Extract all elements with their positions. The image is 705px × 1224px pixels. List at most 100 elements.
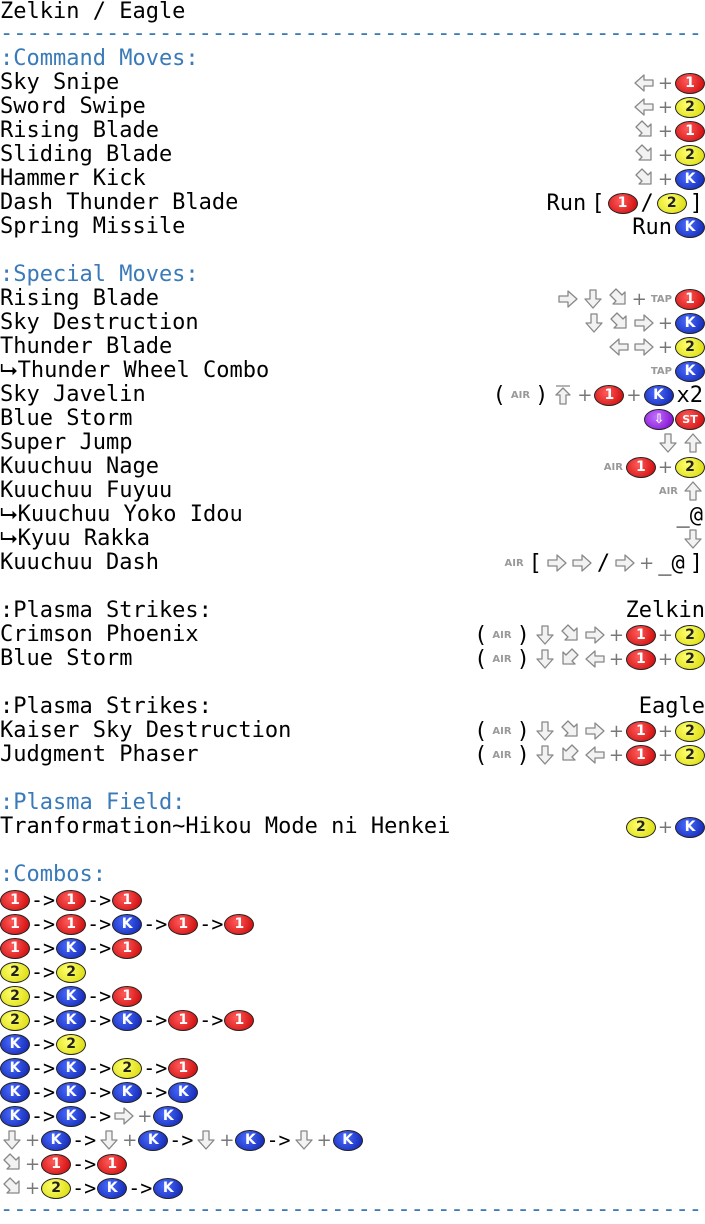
move-name: Sky Snipe bbox=[0, 70, 120, 95]
move-row: Kuuchuu Nage AIR 1 + 2 bbox=[0, 455, 705, 479]
forward-arrow-icon bbox=[632, 312, 656, 334]
slash-button-icon: 2 bbox=[656, 192, 687, 214]
punch-button-icon: 1 bbox=[625, 720, 656, 742]
run-label: Run bbox=[632, 214, 672, 240]
move-name: Super Jump bbox=[0, 430, 133, 455]
kick-button-icon: K bbox=[56, 1105, 87, 1127]
move-name: Kuuchuu Fuyuu bbox=[0, 478, 173, 503]
move-name: Rising Blade bbox=[0, 286, 159, 311]
kick-button-icon: K bbox=[97, 1177, 128, 1199]
combo-row: K-> K-> + K bbox=[0, 1104, 705, 1128]
down-arrow-icon bbox=[533, 624, 557, 646]
punch-button-icon: 1 bbox=[625, 624, 656, 646]
punch-button-icon: 1 bbox=[625, 456, 656, 478]
slash-button-icon: 2 bbox=[625, 816, 656, 838]
slash-button-icon: 2 bbox=[675, 744, 705, 766]
kick-button-icon: K bbox=[41, 1129, 72, 1151]
move-row: Kaiser Sky Destruction (AIR) + 1 + 2 bbox=[0, 718, 705, 744]
slash-button-icon: 2 bbox=[41, 1177, 72, 1199]
punch-button-icon: 1 bbox=[625, 744, 656, 766]
kick-button-icon: K bbox=[643, 384, 674, 406]
down-arrow-icon bbox=[582, 312, 606, 334]
move-row: ⮡Kyuu Rakka bbox=[0, 527, 705, 551]
start-button-icon: ST bbox=[675, 408, 705, 430]
purple-down-button-icon: ⇩ bbox=[644, 408, 674, 430]
punch-button-icon: 1 bbox=[607, 192, 638, 214]
punch-button-icon: 1 bbox=[0, 913, 30, 935]
move-row: Thunder Blade + 2 bbox=[0, 335, 705, 359]
punch-button-icon: 1 bbox=[168, 913, 199, 935]
down-arrow-icon bbox=[681, 528, 705, 550]
down-back-arrow-icon bbox=[558, 744, 582, 766]
kick-button-icon: K bbox=[56, 1081, 87, 1103]
forward-arrow-icon bbox=[632, 336, 656, 358]
forward-arrow-icon bbox=[112, 1105, 136, 1127]
move-name: Spring Missile bbox=[0, 214, 186, 239]
air-tag: AIR bbox=[603, 461, 623, 473]
move-name: Crimson Phoenix bbox=[0, 622, 199, 647]
section-header-special: :Special Moves: bbox=[0, 262, 199, 287]
punch-button-icon: 1 bbox=[168, 1057, 199, 1079]
section-header-combos: :Combos: bbox=[0, 862, 106, 887]
punch-button-icon: 1 bbox=[41, 1153, 72, 1175]
move-name: ⮡Kyuu Rakka bbox=[0, 526, 151, 551]
move-row: ⮡Kuuchuu Yoko Idou _@ bbox=[0, 503, 705, 528]
super-up-arrow-icon bbox=[551, 384, 575, 406]
down-arrow-icon bbox=[97, 1129, 121, 1151]
kick-button-icon: K bbox=[56, 937, 87, 959]
combo-row: + 2-> K-> K bbox=[0, 1176, 705, 1200]
punch-button-icon: 1 bbox=[224, 913, 255, 935]
character-name: Eagle bbox=[638, 694, 705, 719]
section-header-plasma-zelkin: :Plasma Strikes: bbox=[0, 598, 212, 623]
move-name: Sliding Blade bbox=[0, 142, 173, 167]
tap-tag: TAP bbox=[650, 293, 672, 305]
section-header-command: :Command Moves: bbox=[0, 46, 199, 71]
combo-row: + 1-> 1 bbox=[0, 1152, 705, 1176]
divider: ----------------------------------------… bbox=[0, 1198, 705, 1222]
move-name: Kaiser Sky Destruction bbox=[0, 718, 292, 743]
back-arrow-icon bbox=[583, 648, 607, 670]
move-name: Sword Swipe bbox=[0, 94, 146, 119]
punch-button-icon: 1 bbox=[224, 1009, 255, 1031]
kick-button-icon: K bbox=[675, 168, 705, 190]
page-title: Zelkin / Eagle bbox=[0, 0, 186, 24]
forward-arrow-icon bbox=[583, 720, 607, 742]
kick-button-icon: K bbox=[235, 1129, 266, 1151]
move-row: Dash Thunder Blade Run[ 1 / 2] bbox=[0, 190, 703, 216]
back-arrow-icon bbox=[607, 336, 631, 358]
divider: ----------------------------------------… bbox=[0, 22, 705, 46]
down-forward-arrow-icon bbox=[606, 288, 630, 310]
move-name: ⮡Thunder Wheel Combo bbox=[0, 358, 270, 383]
combo-row: + K-> + K-> + K-> + K bbox=[0, 1128, 705, 1152]
move-row: Tranformation~Hikou Mode ni Henkei 2 + K bbox=[0, 815, 705, 839]
combo-row: K-> K-> K-> K bbox=[0, 1080, 705, 1104]
kick-button-icon: K bbox=[138, 1129, 169, 1151]
kick-button-icon: K bbox=[675, 360, 705, 382]
kick-button-icon: K bbox=[112, 1009, 143, 1031]
slash-button-icon: 2 bbox=[675, 624, 705, 646]
forward-arrow-icon bbox=[613, 552, 637, 574]
punch-button-icon: 1 bbox=[168, 1009, 199, 1031]
forward-arrow-icon bbox=[570, 552, 594, 574]
down-arrow-icon bbox=[533, 720, 557, 742]
down-forward-arrow-icon bbox=[632, 144, 656, 166]
combo-row: K-> K-> 2-> 1 bbox=[0, 1056, 705, 1080]
down-forward-arrow-icon bbox=[632, 168, 656, 190]
combo-row: 2-> K-> K-> 1-> 1 bbox=[0, 1008, 705, 1032]
punch-button-icon: 1 bbox=[675, 120, 705, 142]
move-name: Thunder Blade bbox=[0, 334, 173, 359]
slash-button-icon: 2 bbox=[675, 456, 705, 478]
move-name: Blue Storm bbox=[0, 646, 133, 671]
punch-button-icon: 1 bbox=[112, 937, 143, 959]
down-arrow-icon bbox=[194, 1129, 218, 1151]
move-row: Kuuchuu Fuyuu AIR bbox=[0, 479, 705, 503]
combo-row: K-> 2 bbox=[0, 1032, 705, 1056]
slash-button-icon: 2 bbox=[675, 96, 705, 118]
kick-button-icon: K bbox=[56, 985, 87, 1007]
move-row: Crimson Phoenix (AIR) + 1 + 2 bbox=[0, 622, 705, 648]
kick-button-icon: K bbox=[153, 1177, 184, 1199]
down-forward-arrow-icon bbox=[0, 1177, 24, 1199]
section-header-plasma-eagle: :Plasma Strikes: bbox=[0, 694, 212, 719]
kick-button-icon: K bbox=[112, 913, 143, 935]
kick-button-icon: K bbox=[168, 1081, 199, 1103]
